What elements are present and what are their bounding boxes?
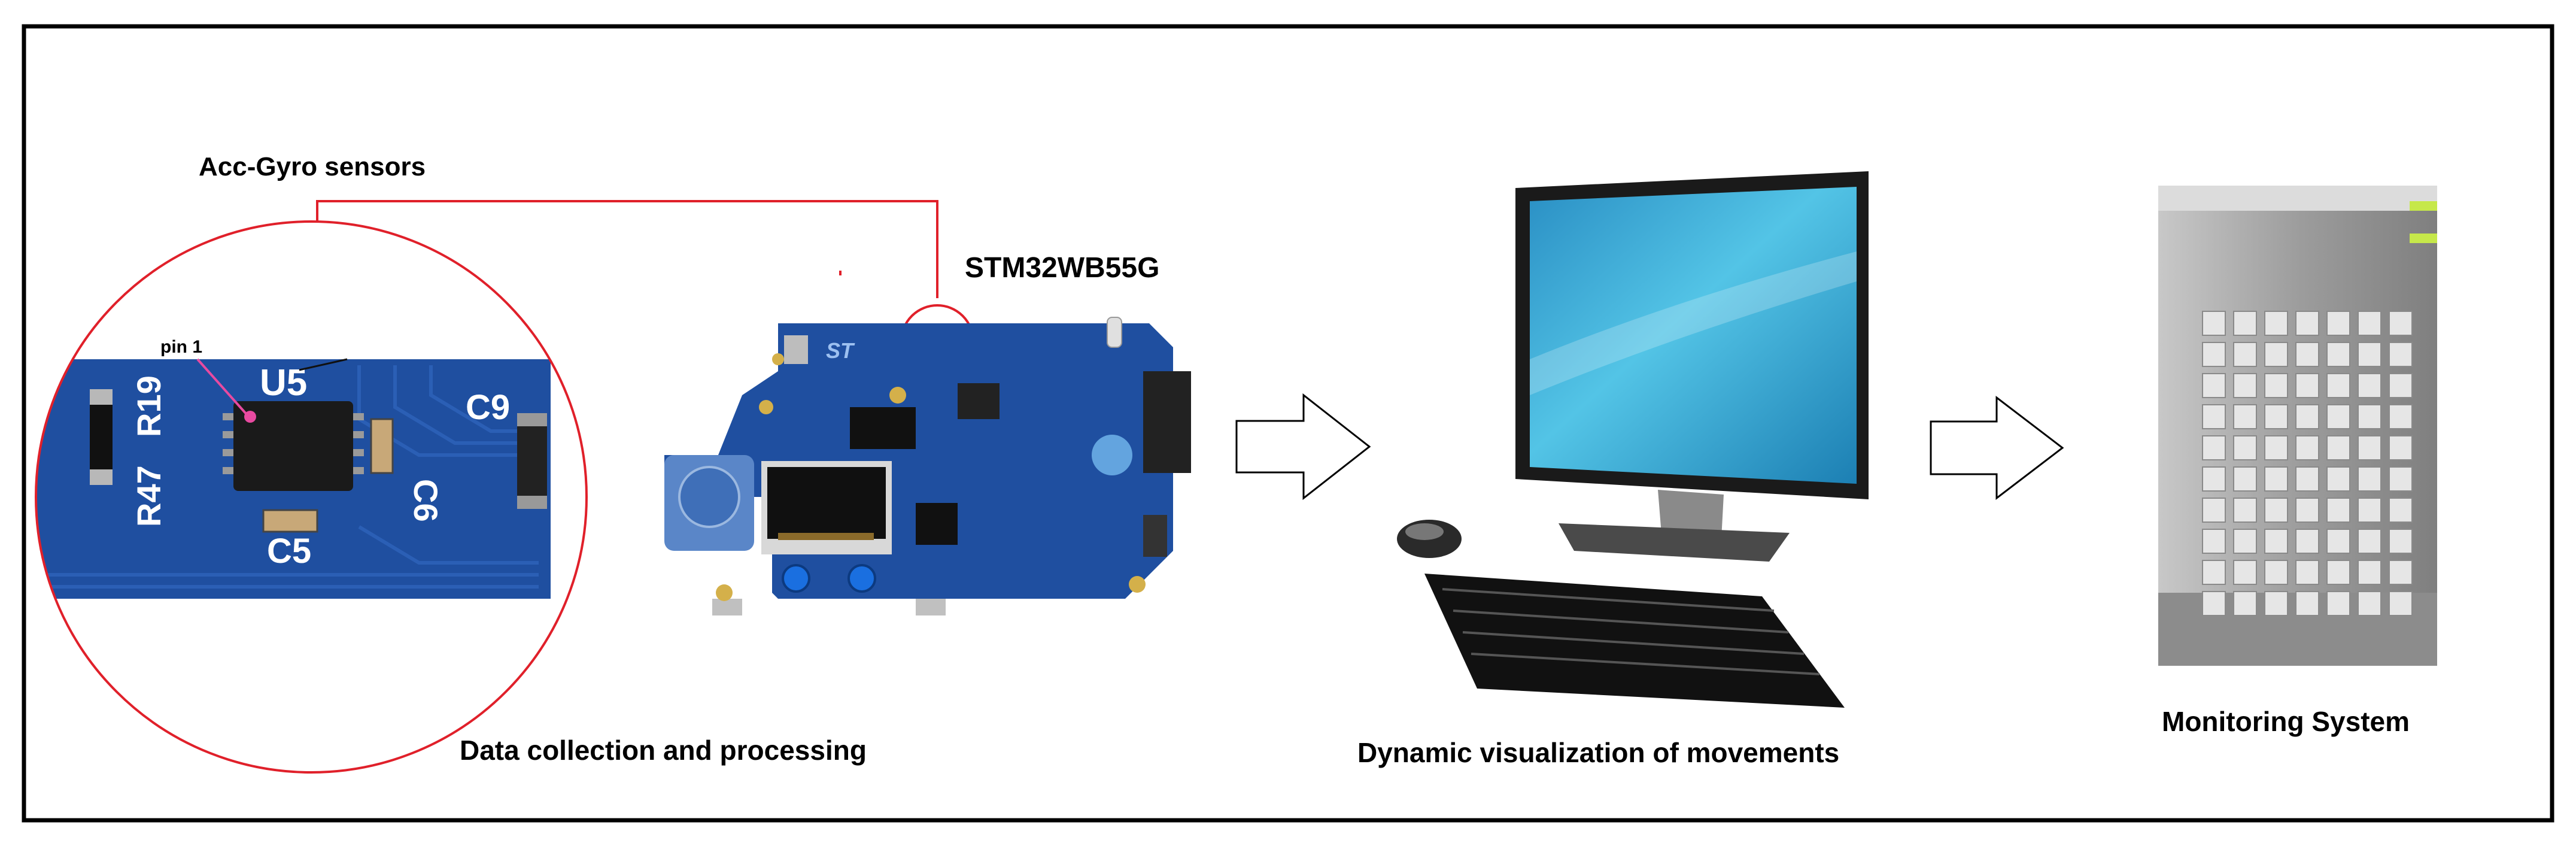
server-grid-cell bbox=[2233, 591, 2257, 616]
server-grid-cell bbox=[2389, 498, 2413, 523]
server-grid-cell bbox=[2295, 466, 2319, 492]
server-grid-cell bbox=[2202, 466, 2226, 492]
server-grid-cell bbox=[2202, 591, 2226, 616]
pcb-label-c9: C9 bbox=[466, 388, 510, 427]
server-tower-icon bbox=[2158, 186, 2437, 666]
server-grid-cell bbox=[2264, 311, 2288, 336]
label-data-collection: Data collection and processing bbox=[460, 735, 867, 766]
server-grid-cell bbox=[2264, 591, 2288, 616]
stm32-board-icon: ST bbox=[664, 317, 1191, 615]
server-grid-cell bbox=[2389, 466, 2413, 492]
server-grid-cell bbox=[2326, 373, 2350, 398]
label-dynamic-visualization: Dynamic visualization of movements bbox=[1357, 737, 1840, 768]
server-grid-cell bbox=[2233, 373, 2257, 398]
server-grid-cell bbox=[2358, 591, 2381, 616]
server-grid-cell bbox=[2233, 342, 2257, 367]
server-grid-cell bbox=[2358, 311, 2381, 336]
server-grid-cell bbox=[2389, 342, 2413, 367]
server-grid-cell bbox=[2264, 498, 2288, 523]
server-grid-cell bbox=[2358, 529, 2381, 554]
server-grid-cell bbox=[2264, 466, 2288, 492]
server-grid-cell bbox=[2295, 311, 2319, 336]
server-grid-cell bbox=[2233, 498, 2257, 523]
server-grid-cell bbox=[2264, 404, 2288, 429]
server-grid-cell bbox=[2233, 560, 2257, 585]
server-grid-cell bbox=[2326, 591, 2350, 616]
server-grid-cell bbox=[2264, 435, 2288, 460]
desktop-computer-icon bbox=[1397, 171, 1869, 708]
sensor-connector-line bbox=[316, 200, 938, 298]
server-grid-cell bbox=[2389, 529, 2413, 554]
server-grid-cell bbox=[2202, 373, 2226, 398]
label-board-name: STM32WB55G bbox=[965, 252, 1160, 284]
server-grid-cell bbox=[2295, 560, 2319, 585]
pcb-label-u5: U5 bbox=[260, 362, 307, 404]
server-grid-cell bbox=[2326, 498, 2350, 523]
label-pin-1: pin 1 bbox=[160, 337, 203, 357]
server-grid-cell bbox=[2202, 404, 2226, 429]
server-grid-cell bbox=[2358, 342, 2381, 367]
outline-right-arrow bbox=[1930, 395, 2064, 501]
server-grid-cell bbox=[2295, 373, 2319, 398]
label-monitoring-system: Monitoring System bbox=[2162, 706, 2410, 737]
server-grid-cell bbox=[2326, 435, 2350, 460]
server-grid-cell bbox=[2389, 311, 2413, 336]
label-acc-gyro-sensors: Acc-Gyro sensors bbox=[199, 152, 426, 181]
server-grid-cell bbox=[2202, 435, 2226, 460]
pcb-label-c6: C6 bbox=[407, 479, 445, 522]
server-grid-cell bbox=[2326, 404, 2350, 429]
server-grid-cell bbox=[2264, 373, 2288, 398]
server-grid-cell bbox=[2264, 529, 2288, 554]
server-grid-cell bbox=[2358, 435, 2381, 460]
server-grid-cell bbox=[2295, 435, 2319, 460]
server-grid-cell bbox=[2389, 591, 2413, 616]
server-grid-cell bbox=[2233, 529, 2257, 554]
server-grid-cell bbox=[2358, 466, 2381, 492]
server-grid-cell bbox=[2264, 342, 2288, 367]
server-grid-cell bbox=[2326, 560, 2350, 585]
server-grid-cell bbox=[2295, 591, 2319, 616]
server-grid-cell bbox=[2202, 311, 2226, 336]
server-grid-cell bbox=[2358, 498, 2381, 523]
server-grid-cell bbox=[2326, 311, 2350, 336]
server-grid-cell bbox=[2233, 435, 2257, 460]
server-grid-cell bbox=[2326, 342, 2350, 367]
server-grid-cell bbox=[2358, 560, 2381, 585]
server-grid-cell bbox=[2264, 560, 2288, 585]
server-grid-cell bbox=[2233, 404, 2257, 429]
server-grid-cell bbox=[2295, 498, 2319, 523]
server-grid-cell bbox=[2358, 404, 2381, 429]
server-grid-cell bbox=[2295, 404, 2319, 429]
server-grid-cell bbox=[2202, 560, 2226, 585]
server-grid-cell bbox=[2389, 435, 2413, 460]
outline-right-arrow bbox=[1235, 393, 1371, 501]
server-grid-cell bbox=[2326, 529, 2350, 554]
server-grid-cell bbox=[2202, 342, 2226, 367]
server-grid-cell bbox=[2389, 404, 2413, 429]
server-grid-cell bbox=[2295, 342, 2319, 367]
pcb-label-c5: C5 bbox=[267, 532, 311, 571]
pcb-label-r19: R19 bbox=[130, 375, 168, 437]
outer-frame bbox=[22, 24, 2554, 823]
server-grid-cell bbox=[2295, 529, 2319, 554]
server-grid-cell bbox=[2202, 529, 2226, 554]
server-grid-cell bbox=[2389, 560, 2413, 585]
server-grid-cell bbox=[2326, 466, 2350, 492]
server-grid-cell bbox=[2233, 311, 2257, 336]
pcb-label-r47: R47 bbox=[130, 465, 168, 527]
sensor-zoom-icon: U5 R47 R19 C9 C6 C5 bbox=[35, 220, 588, 774]
server-grid-cell bbox=[2233, 466, 2257, 492]
server-grid-cell bbox=[2389, 373, 2413, 398]
svg-text:ST: ST bbox=[826, 338, 855, 363]
server-grid-cell bbox=[2358, 373, 2381, 398]
server-grid-cell bbox=[2202, 498, 2226, 523]
